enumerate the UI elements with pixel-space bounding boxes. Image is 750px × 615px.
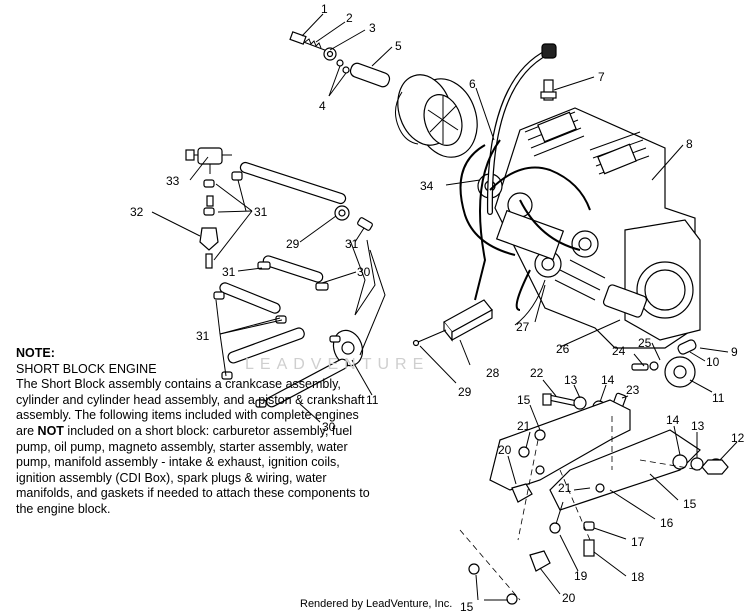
callout-15-bottom: 15 [460, 600, 474, 614]
callout-7: 7 [598, 70, 605, 84]
note-title: NOTE: [16, 346, 55, 360]
leader-lines [151, 13, 738, 601]
callout-15-upper: 15 [517, 393, 531, 407]
callout-6: 6 [469, 77, 476, 91]
callout-23: 23 [626, 383, 640, 397]
watermark-text: LEADVENTURE [245, 356, 430, 373]
callout-21-upper: 21 [517, 419, 531, 433]
callout-29-upper: 29 [286, 237, 300, 251]
callout-14-right: 14 [666, 413, 680, 427]
callout-31-right: 31 [345, 237, 359, 251]
callout-20-lower: 20 [562, 591, 576, 605]
credit-line: Rendered by LeadVenture, Inc. [300, 598, 453, 610]
drive-pulley-group [289, 31, 478, 158]
callout-21-lower: 21 [558, 481, 572, 495]
short-block-note: NOTE: SHORT BLOCK ENGINE The Short Block… [16, 346, 376, 518]
callout-9: 9 [731, 345, 738, 359]
engine-block [477, 107, 701, 349]
callout-32: 32 [130, 205, 144, 219]
callout-5: 5 [395, 39, 402, 53]
fuel-pump-group [185, 147, 386, 408]
callout-31-middle: 31 [222, 265, 236, 279]
spark-plug [540, 79, 557, 101]
callout-22: 22 [530, 366, 544, 380]
note-heading: SHORT BLOCK ENGINE [16, 361, 157, 376]
callout-13-right: 13 [691, 419, 705, 433]
callout-29-lower: 29 [458, 385, 472, 399]
callout-4: 4 [319, 99, 326, 113]
callout-3: 3 [369, 21, 376, 35]
callout-18: 18 [631, 570, 645, 584]
callout-31-lower: 31 [196, 329, 210, 343]
callout-15-right: 15 [683, 497, 697, 511]
callout-11-oil-pump-left: 11 [366, 393, 379, 407]
note-body-bold: NOT [37, 423, 64, 438]
callout-17: 17 [631, 535, 645, 549]
callout-2: 2 [346, 11, 353, 25]
callout-1: 1 [321, 2, 328, 16]
engine-hoses [459, 43, 591, 326]
note-body-start: The Short Block assembly contains a cran… [16, 377, 365, 438]
callout-31-upper: 31 [254, 205, 268, 219]
callout-30-upper: 30 [357, 265, 371, 279]
callout-24: 24 [612, 344, 626, 358]
callout-11-oil-pump-right: 11 [712, 391, 725, 405]
callout-26: 26 [556, 342, 570, 356]
callout-33: 33 [166, 174, 180, 188]
callout-28: 28 [486, 366, 500, 380]
callout-20-upper: 20 [498, 443, 512, 457]
engine-mounts [459, 339, 729, 605]
callout-19: 19 [574, 569, 588, 583]
callout-14-left: 14 [601, 373, 615, 387]
callout-16: 16 [660, 516, 674, 530]
callout-27: 27 [516, 320, 530, 334]
callout-8: 8 [686, 137, 693, 151]
callout-13-left: 13 [564, 373, 578, 387]
note-body: The Short Block assembly contains a cran… [16, 377, 376, 517]
callout-25: 25 [638, 336, 652, 350]
callout-12: 12 [731, 431, 745, 445]
cdi-box [412, 299, 493, 347]
callout-30-lower: 30 [322, 420, 336, 434]
callout-34: 34 [420, 179, 434, 193]
callout-10: 10 [706, 355, 720, 369]
note-body-end: included on a short block: carburetor as… [16, 423, 370, 516]
callout-labels: 1 2 3 4 5 6 7 8 9 10 11 11 12 13 13 14 1… [130, 2, 745, 614]
